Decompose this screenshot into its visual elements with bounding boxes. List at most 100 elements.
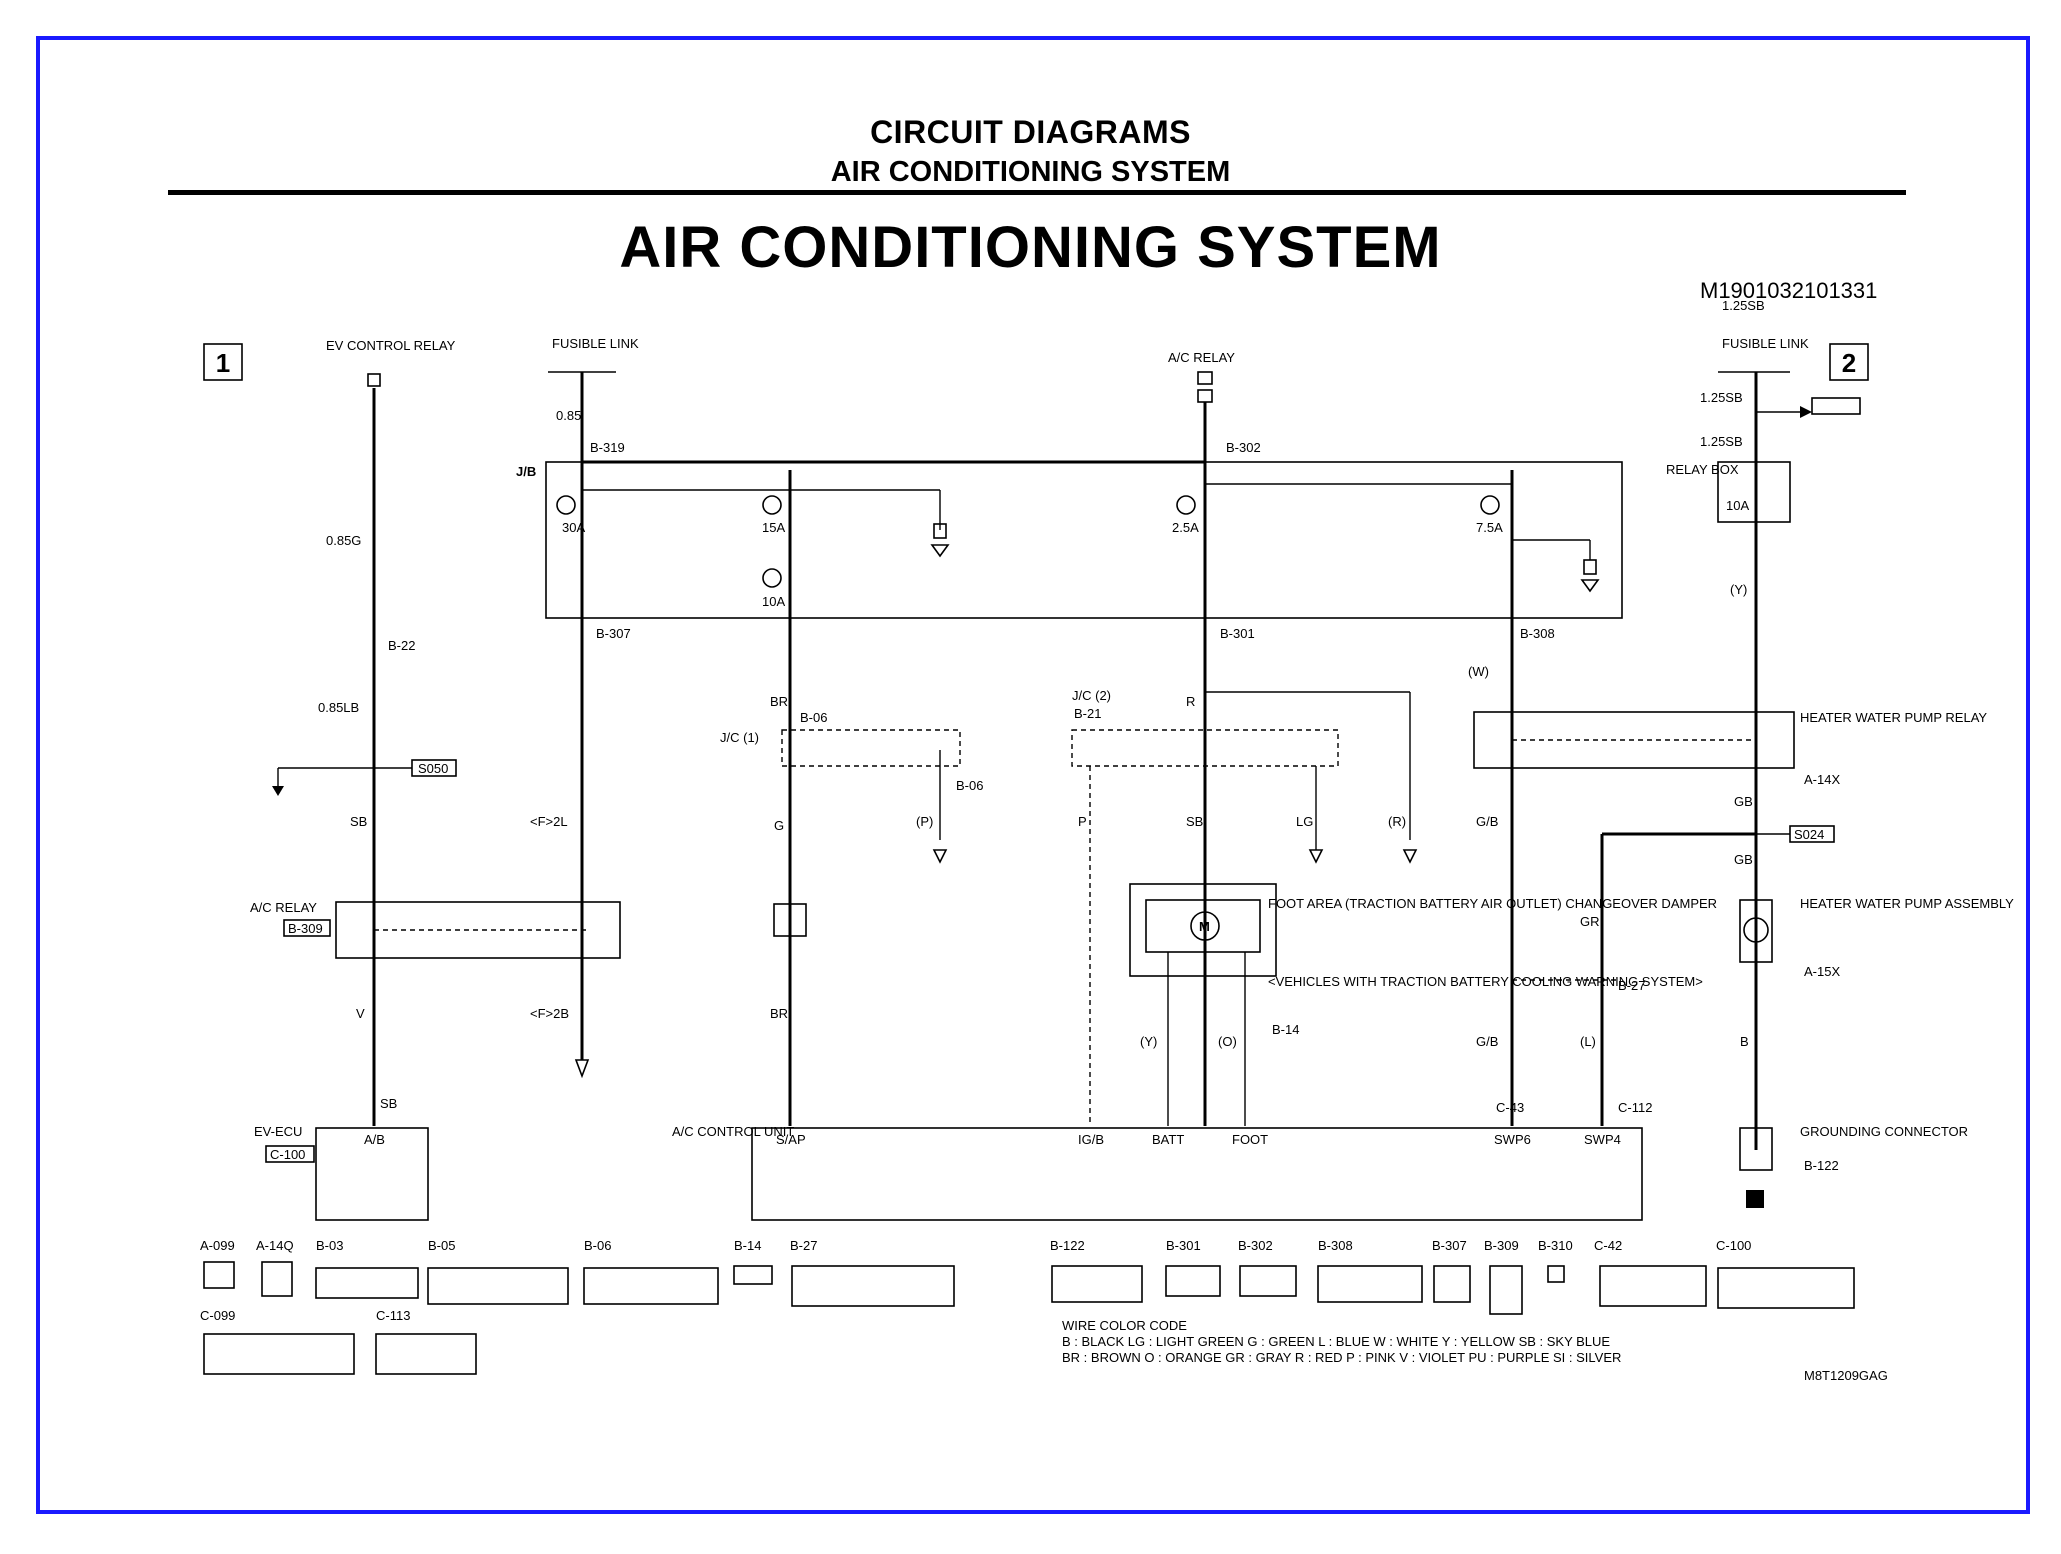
- header-rule: [168, 190, 1906, 195]
- svg-text:C-113: C-113: [376, 1308, 410, 1323]
- conn-c10: C-43: [1496, 1100, 1524, 1115]
- junction-block: [545, 461, 1623, 619]
- svg-text:BR : BROWN O : ORANGE GR :: BR : BROWN O : ORANGE GR : GRAY R : RED …: [1062, 1350, 1621, 1365]
- svg-text:IG/B: IG/B: [1078, 1132, 1104, 1147]
- svg-text:10A: 10A: [1726, 498, 1749, 513]
- svg-text:S024: S024: [1794, 827, 1824, 842]
- svg-text:A-099: A-099: [200, 1238, 235, 1253]
- svg-text:B-14: B-14: [734, 1238, 761, 1253]
- svg-text:(O): (O): [1218, 1034, 1237, 1049]
- document-code: M1901032101331: [1700, 278, 1878, 303]
- svg-text:GR: GR: [1580, 914, 1600, 929]
- svg-text:J/C (1): J/C (1): [720, 730, 759, 745]
- svg-text:A-14Q: A-14Q: [256, 1238, 294, 1253]
- svg-text:LG: LG: [1296, 814, 1313, 829]
- foot-area-conn: B-14: [1272, 1022, 1299, 1037]
- svg-text:(Y): (Y): [1140, 1034, 1157, 1049]
- junction-connector-2: [1071, 729, 1339, 767]
- heater-water-pump-assembly: [1739, 899, 1773, 963]
- svg-text:BR: BR: [770, 1006, 788, 1021]
- ac-relay-top-label: A/C RELAY: [1168, 350, 1235, 365]
- conn-c5: B-301: [1220, 626, 1255, 641]
- heater-pump-assembly-label: HEATER WATER PUMP ASSEMBLY: [1800, 896, 2014, 911]
- svg-text:B-310: B-310: [1538, 1238, 1573, 1253]
- svg-text:B-21: B-21: [1074, 706, 1101, 721]
- heater-pump-relay-label: HEATER WATER PUMP RELAY: [1800, 710, 1987, 725]
- conn-c6: B-308: [1520, 626, 1555, 641]
- fuse-18b: 10A: [762, 568, 785, 609]
- svg-text:B-122: B-122: [1804, 1158, 1839, 1173]
- svg-text:A-14X: A-14X: [1804, 772, 1840, 787]
- svg-text:B-06: B-06: [584, 1238, 611, 1253]
- diagram-title: AIR CONDITIONING SYSTEM: [619, 215, 1442, 280]
- grounding-connector-label: GROUNDING CONNECTOR: [1800, 1124, 1968, 1139]
- svg-text:P: P: [1078, 814, 1087, 829]
- ev-relay-terminal: [367, 373, 381, 387]
- conn-c11: C-112: [1618, 1100, 1652, 1115]
- svg-text:30A: 30A: [562, 520, 585, 535]
- svg-text:SB: SB: [350, 814, 367, 829]
- conn-c1: B-319: [590, 440, 625, 455]
- svg-text:B-307: B-307: [1432, 1238, 1467, 1253]
- page-marker-1: 1: [203, 343, 243, 381]
- svg-text:BATT: BATT: [1152, 1132, 1184, 1147]
- svg-text:B-03: B-03: [316, 1238, 343, 1253]
- ev-ecu-label: EV-ECU: [254, 1124, 302, 1139]
- svg-text:SWP4: SWP4: [1584, 1132, 1621, 1147]
- svg-text:B-302: B-302: [1238, 1238, 1273, 1253]
- svg-text:2.5A: 2.5A: [1172, 520, 1199, 535]
- splice-right: [1789, 825, 1835, 843]
- conn-c3: B-22: [388, 638, 415, 653]
- foot-area-damper: [1129, 883, 1277, 977]
- svg-text:B-27: B-27: [790, 1238, 817, 1253]
- ev-control-relay-label: EV CONTROL RELAY: [326, 338, 456, 353]
- svg-text:B: B: [1740, 1034, 1749, 1049]
- grounding-connector-box: [1739, 1127, 1773, 1171]
- page-marker-2: 2: [1829, 343, 1869, 381]
- heater-water-pump-relay: [1473, 711, 1795, 769]
- svg-text:WIRE COLOR CODE: WIRE COLOR CODE: [1062, 1318, 1187, 1333]
- foot-area-label: FOOT AREA (TRACTION BATTERY AIR OUTLET) …: [1268, 896, 1717, 911]
- relay-box-label: RELAY BOX: [1666, 462, 1739, 477]
- svg-text:B-309: B-309: [1484, 1238, 1519, 1253]
- conn-c4: B-307: [596, 626, 631, 641]
- svg-text:A/C RELAY: A/C RELAY: [250, 900, 317, 915]
- svg-text:(R): (R): [1388, 814, 1406, 829]
- wire-color-code: WIRE COLOR CODE B : BLACK LG : LIGHT GRE…: [1062, 1318, 1888, 1383]
- svg-text:G/B: G/B: [1476, 814, 1498, 829]
- fuse-right: 7.5A: [1476, 495, 1503, 535]
- fuse-24: 30A: [556, 495, 585, 535]
- motor-icon: [1190, 911, 1220, 941]
- svg-text:S050: S050: [418, 761, 448, 776]
- fuse-mid: 2.5A: [1172, 495, 1199, 535]
- svg-text:0.85G: 0.85G: [326, 533, 361, 548]
- svg-text:<F>2L: <F>2L: [530, 814, 568, 829]
- svg-text:V: V: [356, 1006, 365, 1021]
- svg-text:A/B: A/B: [364, 1132, 385, 1147]
- ac-relay-left: [335, 901, 621, 959]
- svg-text:2: 2: [1842, 348, 1856, 378]
- svg-text:B-308: B-308: [1318, 1238, 1353, 1253]
- conn-c9: B-27: [1618, 978, 1645, 993]
- svg-text:(L): (L): [1580, 1034, 1596, 1049]
- fusible-link-right-label: FUSIBLE LINK: [1722, 336, 1809, 351]
- ev-ecu-box: [315, 1127, 429, 1221]
- page-border: [36, 36, 2030, 1514]
- svg-text:BR: BR: [770, 694, 788, 709]
- svg-text:C-42: C-42: [1594, 1238, 1622, 1253]
- svg-text:S/AP: S/AP: [776, 1132, 806, 1147]
- subsection-heading: AIR CONDITIONING SYSTEM: [830, 156, 1231, 188]
- svg-text:M: M: [1199, 919, 1210, 934]
- svg-text:C-100: C-100: [270, 1147, 305, 1162]
- svg-text:0.85LB: 0.85LB: [318, 700, 359, 715]
- svg-text:10A: 10A: [762, 594, 785, 609]
- svg-text:7.5A: 7.5A: [1476, 520, 1503, 535]
- svg-text:1.25SB: 1.25SB: [1700, 390, 1743, 405]
- svg-text:SB: SB: [380, 1096, 397, 1111]
- svg-text:1: 1: [216, 348, 230, 378]
- pump-motor-icon: [1743, 917, 1769, 943]
- svg-text:B-301: B-301: [1166, 1238, 1201, 1253]
- svg-text:SB: SB: [1186, 814, 1203, 829]
- splice-left: [411, 759, 457, 777]
